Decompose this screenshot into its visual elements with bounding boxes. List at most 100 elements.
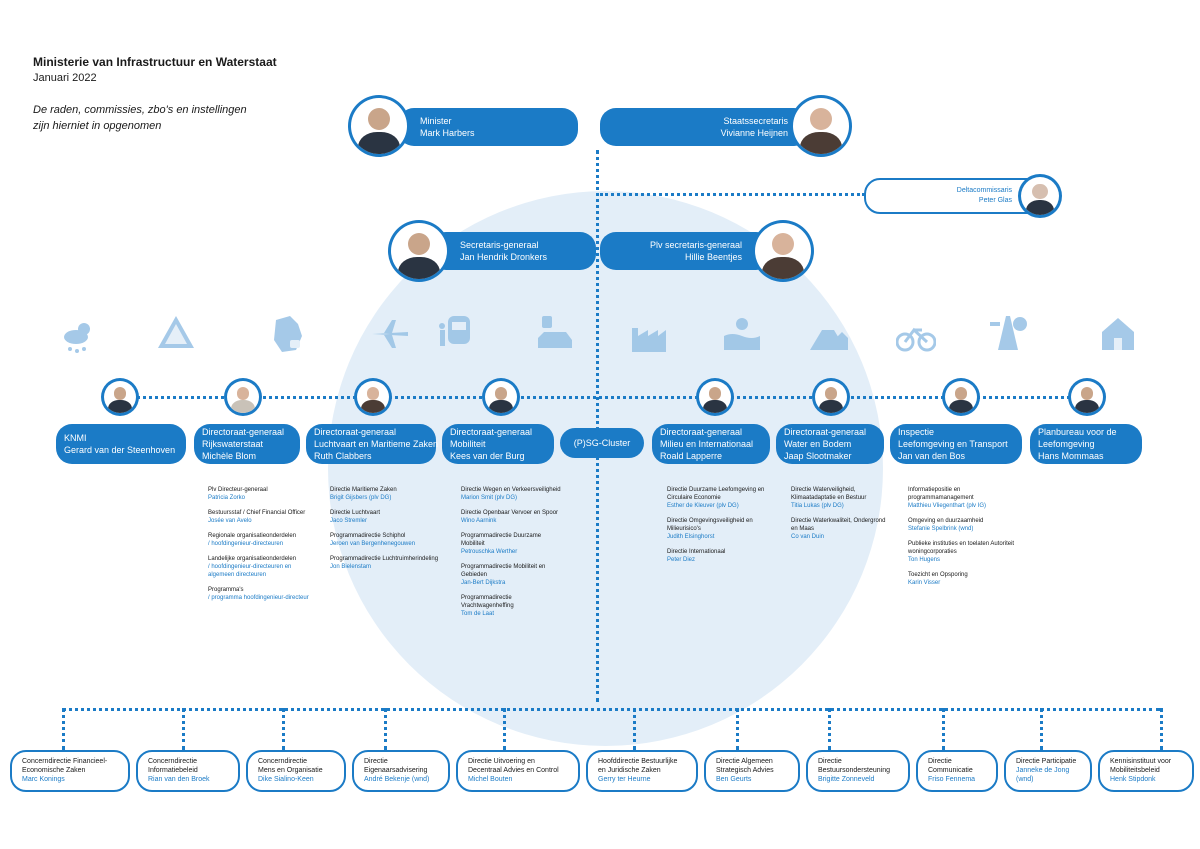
delta-role: Deltacommissaris (956, 187, 1012, 194)
bottom-drop-line (282, 708, 285, 750)
minister-avatar (348, 95, 410, 157)
person-name: Brigit Gijsbers (plv DG) (330, 495, 392, 501)
delta-connector-line (600, 193, 865, 196)
unit-avatar-pbl (1068, 378, 1106, 416)
bicycle-icon (895, 316, 937, 356)
directorate-label: Communicatie (928, 767, 973, 774)
subdivision-item: Programmadirectie Mobiliteit en Gebieden… (461, 563, 561, 587)
directorate-label: Informatiepositie en programmamanagement (908, 487, 974, 501)
sg-name: Jan Hendrik Dronkers (460, 252, 548, 262)
directorate-label: Directie Waterveiligheid, Klimaatadaptat… (791, 487, 867, 501)
directorate-label: Programmadirectie Mobiliteit en Gebieden (461, 564, 546, 578)
person-name: Petrouschka Werther (461, 549, 518, 555)
page-note: De raden, commissies, zbo's en instellin… (33, 104, 247, 132)
delta-name: Peter Glas (978, 197, 1012, 204)
person-name: / programma hoofdingenieur-directeur (208, 595, 309, 601)
units-horizontal-line (120, 396, 1087, 399)
person-name: Josée van Avelo (208, 518, 252, 524)
unit-line3: Roald Lapperre (660, 451, 723, 461)
subdivision-item: Publieke instituties en toelaten Autorit… (908, 540, 1020, 564)
sg-box: Secretaris-generaal Jan Hendrik Dronkers (430, 232, 596, 270)
train-icon (436, 312, 476, 352)
unit-box: Directoraat-generaal Mobiliteit Kees van… (442, 424, 554, 464)
directorate-label: Kennisinstituut voor (1110, 758, 1172, 765)
directorate-label: Plv Directeur-generaal (208, 487, 268, 493)
water-icon (722, 312, 762, 352)
bottom-drop-line (633, 708, 636, 750)
person-name: André Bekenje (wnd) (364, 776, 430, 783)
person-name: Marc Konings (22, 776, 65, 783)
directorate-label: Programmadirectie Schiphol (330, 533, 406, 539)
unit-line2: Milieu en Internationaal (660, 439, 754, 449)
unit-line3: Ruth Clabbers (314, 451, 372, 461)
bottom-drop-line (1040, 708, 1043, 750)
bottom-drop-line (384, 708, 387, 750)
unit-line1: Planbureau voor de (1038, 427, 1117, 437)
directorate-label: Programma's (208, 587, 244, 593)
directorate-label: Programmadirectie Luchtruimherindeling (330, 556, 439, 562)
unit-line2: Rijkswaterstaat (202, 439, 264, 449)
person-name: Jaco Stremler (330, 518, 368, 524)
psg-role: Plv secretaris-generaal (649, 240, 742, 250)
person-name: Ton Hugens (908, 557, 941, 563)
road-sign-icon (156, 312, 196, 352)
main-vertical-line (596, 150, 599, 702)
directorate-label: Directie Duurzame Leefomgeving en Circul… (667, 487, 765, 501)
psg-box: Plv secretaris-generaal Hillie Beentjes (600, 232, 772, 270)
unit-avatar-mob (482, 378, 520, 416)
unit-line2: Gerard van der Steenhoven (64, 445, 176, 455)
person-name: Rian van den Broek (148, 776, 210, 783)
directorate-label: Directie Waterkwaliteit, Ondergrond en M… (791, 518, 886, 532)
unit-line2: Water en Bodem (784, 439, 852, 449)
directorate-label: Informatiebeleid (148, 767, 198, 774)
directorate-label: Regionale organisatieonderdelen (208, 533, 297, 539)
subdivision-item: Directie Omgevingsveiligheid en Milieuri… (667, 517, 777, 541)
subdivision-list-wb: Directie Waterveiligheid, Klimaatadaptat… (791, 486, 891, 548)
person-name: Wino Aarnink (461, 518, 497, 524)
unit-avatar-mi (696, 378, 734, 416)
person-name: Jon Bielenstam (330, 564, 372, 570)
directorate-label: Economische Zaken (22, 767, 86, 774)
unit-box: Directoraat-generaal Milieu en Internati… (652, 424, 770, 464)
unit-avatar-ilt (942, 378, 980, 416)
subdivision-item: Programma's / programma hoofdingenieur-di… (208, 586, 318, 602)
factory-icon (628, 314, 668, 354)
directorate-label: Publieke instituties en toelaten Autorit… (908, 541, 1015, 555)
person-name: Henk Stipdonk (1110, 776, 1156, 783)
unit-avatar-knmi (101, 378, 139, 416)
directorate-label: Eigenaarsadvisering (364, 767, 428, 774)
unit-box: (P)SG-Cluster (560, 428, 644, 458)
directorate-label: Directie Algemeen (716, 758, 773, 765)
person-name: Esther de Kleuver (plv DG) (667, 503, 739, 509)
header: Ministerie van Infrastructuur en Waterst… (33, 54, 293, 134)
unit-line1: Inspectie (898, 427, 935, 437)
directorate-label: Hoofddirectie Bestuurlijke (598, 758, 678, 765)
person-name: Ben Geurts (716, 776, 752, 783)
directorate-label: Bestuursstaf / Chief Financial Officer (208, 510, 306, 516)
bottom-drop-line (942, 708, 945, 750)
subdivision-item: Regionale organisatieonderdelen/ hoofdin… (208, 532, 318, 548)
person-name: Dike Sialino-Keen (258, 776, 314, 783)
subdivision-item: Informatiepositie en programmamanagement… (908, 486, 1020, 510)
person-name: Janneke de Jong (1016, 767, 1070, 774)
directorate-label: Directie Wegen en Verkeersveiligheid (461, 487, 561, 493)
directorate-label: Directie Openbaar Vervoer en Spoor (461, 510, 559, 516)
bottom-drop-line (1160, 708, 1163, 750)
directorate-label: Strategisch Advies (716, 767, 774, 774)
